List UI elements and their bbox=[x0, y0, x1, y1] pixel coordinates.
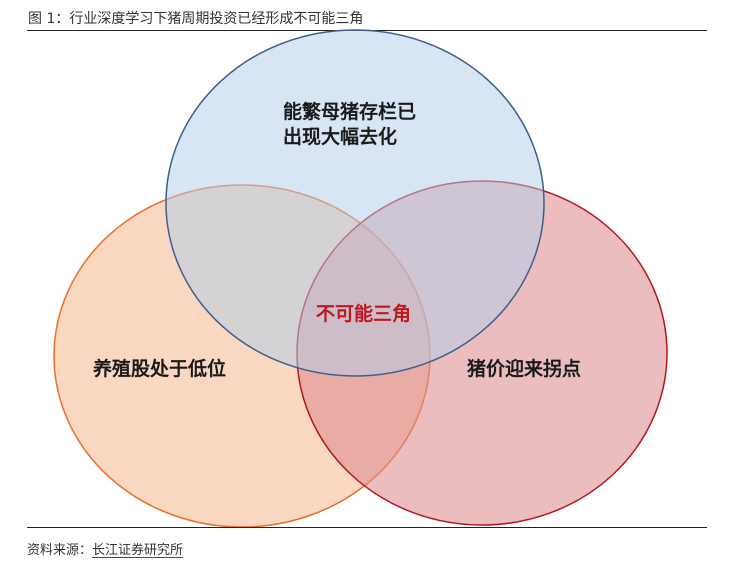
label-center: 不可能三角 bbox=[316, 303, 412, 325]
venn-circle-top bbox=[165, 29, 545, 377]
source-note: 资料来源：长江证券研究所 bbox=[27, 539, 183, 558]
source-org: 长江证券研究所 bbox=[92, 543, 184, 558]
label-top-line1: 能繁母猪存栏已 bbox=[283, 101, 417, 123]
label-right: 猪价迎来拐点 bbox=[467, 358, 582, 380]
source-prefix: 资料来源： bbox=[27, 543, 93, 558]
label-left: 养殖股处于低位 bbox=[93, 358, 227, 380]
bottom-rule bbox=[27, 527, 707, 528]
label-top-line2: 出现大幅去化 bbox=[283, 126, 398, 148]
figure-title: 图 1：行业深度学习下猪周期投资已经形成不可能三角 bbox=[28, 11, 364, 27]
